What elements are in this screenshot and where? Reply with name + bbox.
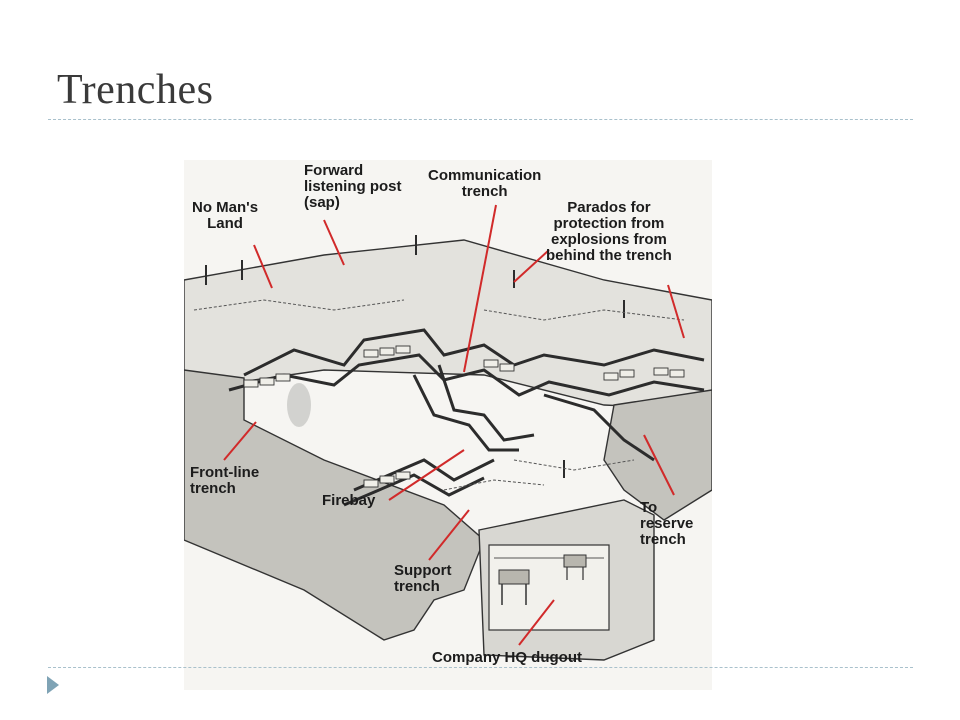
label-firebay: Firebay — [322, 492, 376, 509]
label-forward-listening-post: Forward listening post (sap) — [304, 162, 402, 211]
label-support-trench: Support trench — [394, 562, 452, 595]
pointer-lines — [223, 204, 685, 646]
pointer-hq — [518, 599, 555, 646]
pointer-communication-trench — [463, 204, 497, 373]
pointer-firebay — [388, 449, 465, 501]
label-parados: Parados for protection from explosions f… — [546, 199, 672, 264]
pointer-parados-1 — [513, 249, 550, 283]
trench-illustration — [184, 160, 712, 690]
slide-title: Trenches — [57, 67, 214, 113]
pointer-support — [428, 509, 470, 561]
label-company-hq-dugout: Company HQ dugout — [432, 649, 582, 666]
pointer-parados-2 — [667, 284, 685, 339]
label-front-line-trench: Front-line trench — [190, 464, 260, 497]
bullet-arrow-icon — [47, 676, 59, 694]
pointer-no-mans-land — [253, 244, 273, 289]
label-no-mans-land: No Man's Land — [192, 199, 259, 232]
trench-diagram: No Man's Land Forward listening post (sa… — [184, 160, 712, 690]
title-divider — [48, 119, 913, 120]
pointer-listening-post — [323, 219, 345, 266]
pointer-reserve — [643, 434, 675, 496]
label-to-reserve-trench: To reserve trench — [640, 499, 694, 548]
footer-divider — [48, 667, 913, 668]
label-communication-trench: Communication trench — [428, 167, 542, 200]
pointer-front-line — [223, 421, 257, 461]
